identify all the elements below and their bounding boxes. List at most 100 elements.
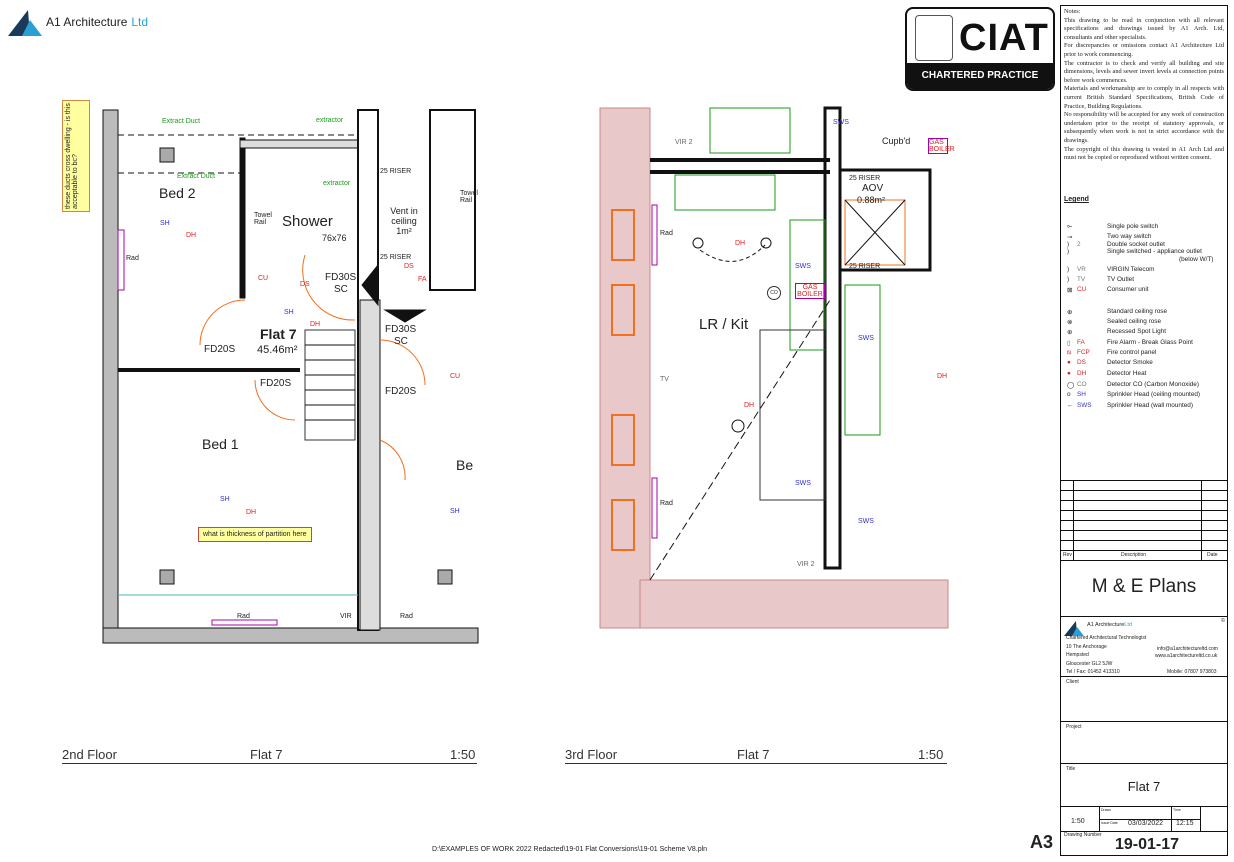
detector-heat-label: DH — [246, 509, 257, 516]
note-paragraph: For discrepancies or omissions contact A… — [1064, 42, 1224, 58]
drawing-title: Flat 7 — [1127, 779, 1161, 794]
legend-symbol-icon: ◯ — [1067, 382, 1075, 389]
radiator-label: Rad — [660, 500, 673, 507]
room-lr-kit: LR / Kit — [699, 316, 749, 333]
towel-rail-label: Towel Rail — [254, 212, 272, 226]
logo-name: A1 Architecture — [46, 15, 128, 29]
legend-item: ⊸Two way switch — [1061, 233, 1227, 243]
ciat-band: CHARTERED PRACTICE — [907, 63, 1053, 89]
gas-boiler-label: GAS BOILER — [928, 138, 955, 154]
website-link[interactable]: www.a1architectureltd.co.uk — [1155, 653, 1218, 659]
sprinkler-label: SH — [160, 220, 170, 227]
mobile-number: Mobile: 07807 973803 — [1167, 669, 1217, 675]
legend-code: SH — [1077, 391, 1086, 398]
legend-label: Two way switch — [1107, 233, 1152, 240]
legend-code: CU — [1077, 286, 1087, 293]
legend-code: DH — [1077, 370, 1087, 377]
door-fd20s-b: FD20S — [260, 378, 292, 389]
legend-label: Standard ceiling rose — [1107, 308, 1168, 315]
title-label: Title — [1066, 766, 1076, 772]
extractor-label: extractor — [316, 117, 344, 124]
legend-symbol-icon: ← — [1067, 402, 1074, 409]
legend-label: Detector CO (Carbon Monoxide) — [1107, 381, 1199, 388]
description-header: Description — [1121, 552, 1147, 558]
legend-symbol-icon: ⊠ — [1067, 287, 1073, 294]
legend-code: DS — [1077, 359, 1086, 366]
legend-label: Detector Smoke — [1107, 359, 1153, 366]
logo-mark-icon — [8, 10, 42, 36]
plan-floor-caption: 3rd Floor — [565, 747, 618, 762]
legend-item: ◯CO Detector CO (Carbon Monoxide) — [1061, 381, 1227, 391]
legend-item: ⟜Single pole switch — [1061, 223, 1227, 233]
legend-label: Fire control panel — [1107, 349, 1157, 356]
notes-title: Notes: — [1064, 8, 1081, 15]
legend-label: Sprinkler Head (ceiling mounted) — [1107, 391, 1201, 398]
consumer-unit-label: CU — [450, 373, 461, 380]
legend-item: ⊗Sealed ceiling rose — [1061, 318, 1227, 328]
legend-item: ⊕Standard ceiling rose — [1061, 308, 1227, 318]
flat-name: Flat 7 — [260, 326, 297, 342]
riser-label: 25 RISER — [849, 263, 881, 270]
aov-label: AOV — [862, 183, 884, 194]
caption-underline — [565, 763, 947, 764]
riser-label: 25 RISER — [380, 254, 412, 261]
legend-label: Sealed ceiling rose — [1107, 318, 1161, 325]
virgin-label: VIR — [340, 613, 352, 620]
company-role: Chartered Architectural Technologist — [1066, 635, 1147, 641]
note-paragraph: Materials and workmanship are to comply … — [1064, 85, 1224, 110]
legend-symbol-icon: ● — [1067, 370, 1071, 377]
file-path: D:\EXAMPLES OF WORK 2022 Redacted\19-01 … — [432, 846, 708, 853]
copyright-symbol: © — [1221, 618, 1226, 624]
door-fd20s-c: FD20S — [385, 386, 417, 397]
aov-area: 0.88m² — [857, 195, 886, 205]
virgin-label: VIR 2 — [675, 139, 693, 146]
logo-mark-icon — [1064, 621, 1084, 636]
project-label: Project — [1066, 724, 1082, 730]
legend-symbol-icon: ● — [1067, 359, 1071, 366]
note-paragraph: The contractor is to check and verify al… — [1064, 59, 1224, 84]
door-sc-a: SC — [334, 284, 348, 295]
legend-symbol-icon: ▯ — [1067, 340, 1071, 347]
consumer-unit-label: CU — [258, 275, 269, 282]
sheet-title: M & E Plans — [1091, 576, 1197, 597]
detector-heat-label: DH — [937, 373, 948, 380]
extract-duct-label: Extract Duct — [162, 118, 201, 125]
room-bed-2: Bed 2 — [159, 185, 196, 201]
shower-size: 76x76 — [322, 233, 347, 243]
gas-boiler-label: GAS BOILER — [795, 283, 825, 299]
ciat-seal-icon — [915, 15, 953, 61]
note-paragraph: No responsibility will be accepted for a… — [1064, 111, 1224, 144]
radiator-label: Rad — [660, 230, 673, 237]
legend-label: Double socket outlet — [1107, 241, 1165, 248]
plan-flat-caption: Flat 7 — [737, 747, 770, 762]
sprinkler-wall-label: SWS — [795, 263, 811, 270]
sprinkler-label: SH — [450, 508, 460, 515]
legend-symbol-icon: ) — [1067, 248, 1070, 255]
email-link[interactable]: info@a1architectureltd.com — [1157, 646, 1218, 652]
legend-code: CO — [1077, 381, 1087, 388]
legend-label: Detector Heat — [1107, 370, 1147, 377]
riser-label: 25 RISER — [380, 168, 412, 175]
tv-outlet-label: TV — [660, 376, 669, 383]
vent-note: Vent in ceiling 1m² — [390, 206, 418, 236]
detector-heat-label: DH — [744, 402, 755, 409]
legend-symbol-icon: ) — [1067, 241, 1070, 248]
paper-size: A3 — [1030, 832, 1054, 852]
radiator-label: Rad — [237, 613, 250, 620]
sprinkler-label: SH — [284, 309, 294, 316]
plan-2nd-floor-walls — [102, 109, 479, 644]
door-fd30s-b: FD30S — [385, 324, 417, 335]
floor-plans-drawing — [102, 106, 949, 644]
issue-date: 03/03/2022 — [1128, 820, 1164, 827]
co-detector: CO — [767, 286, 781, 300]
detector-heat-label: DH — [735, 240, 746, 247]
extractor-label: extractor — [323, 180, 351, 187]
